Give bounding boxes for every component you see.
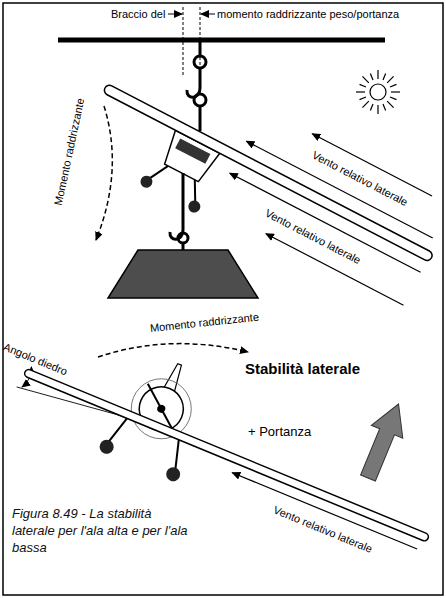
lift-label: + Portanza xyxy=(248,425,311,440)
arm-label: momento raddrizzante peso/portanza xyxy=(217,8,399,21)
wheel xyxy=(164,465,182,483)
weight-block xyxy=(108,250,258,298)
arm-arrow xyxy=(201,14,215,15)
chain xyxy=(170,173,188,250)
moment-arrow xyxy=(98,344,248,357)
moment-arrow xyxy=(96,106,112,240)
moment-label: Momento raddrizzante xyxy=(52,96,87,206)
low-wing-airplane xyxy=(6,310,446,580)
weight-line xyxy=(183,7,184,76)
moment-label: Momento raddrizzante xyxy=(149,310,259,334)
arm-label: Braccio del xyxy=(111,8,165,21)
arm-arrow xyxy=(168,14,182,15)
figure-caption: Figura 8.49 - La stabilità laterale per … xyxy=(12,506,192,557)
gear-strut xyxy=(109,415,127,444)
frame xyxy=(3,3,443,595)
hanger-bar xyxy=(58,38,385,43)
wheel xyxy=(97,438,115,456)
spinner xyxy=(156,404,166,414)
dihedral-reference xyxy=(17,373,135,433)
lift-arrow xyxy=(352,398,414,485)
wheel xyxy=(138,174,154,190)
hook xyxy=(187,42,206,131)
wing xyxy=(103,84,434,263)
wheel xyxy=(186,199,202,215)
high-wing-airplane xyxy=(73,39,446,320)
section-heading: Stabilità laterale xyxy=(245,360,360,377)
gear-strut xyxy=(168,440,186,469)
sun-symbol xyxy=(356,70,400,114)
lift-line xyxy=(200,7,201,76)
wind-arrow xyxy=(232,473,417,549)
